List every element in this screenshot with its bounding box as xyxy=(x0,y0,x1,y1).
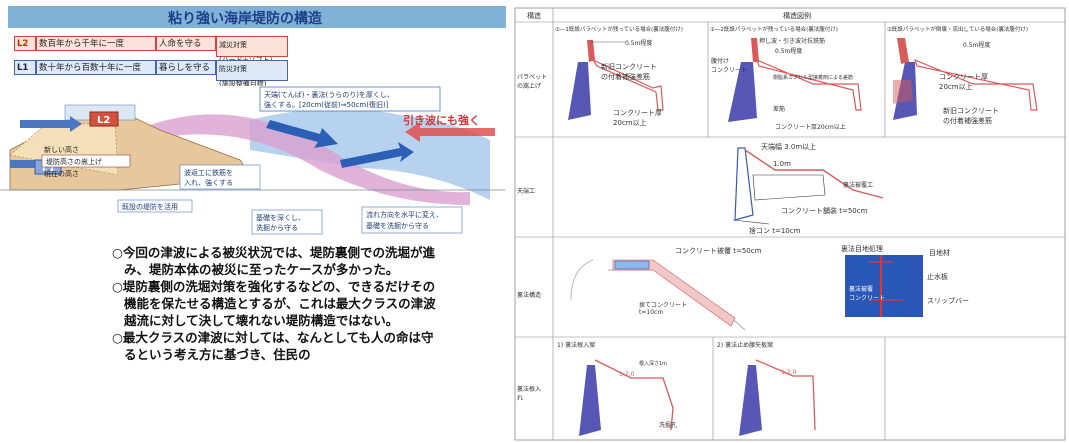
parapet-diagram-1 xyxy=(568,40,664,120)
header-example: 構造図例 xyxy=(783,12,811,20)
slope-ratio-1: 1:2.0 xyxy=(619,371,635,378)
backwash-arrow xyxy=(405,122,495,142)
parapet-title-2: ①―2既設パラペットが残っている場合(裏法腹付け) xyxy=(710,27,838,33)
seawall-cross-section-diagram: L2 L1 引き波にも強く 天端(てんば)・裏法(うらのり)を厚くし、 強くする… xyxy=(0,86,505,240)
l1-tag-text: L1 xyxy=(42,163,55,174)
crest-note-line2: 強くする。[20cm(従前)⇒50cm(復旧)] xyxy=(264,100,389,109)
p2-note-b: 0.5m程度 xyxy=(775,48,803,55)
page-title: 粘り強い海岸堤防の構造 xyxy=(168,11,322,27)
p3-note-b: コンクリート厚 20cm以上 xyxy=(939,73,988,91)
reuse-label: 既設の堤防を活用 xyxy=(122,202,178,211)
raise-label: 堤防高さの嵩上げ xyxy=(46,157,102,166)
bullet-item: ○今回の津波による被災状況では、堤防裏側での洗堀が進み、堤防本体の被災に至ったケ… xyxy=(112,245,436,277)
back-cover: コンクリート被覆 t=50cm xyxy=(675,247,762,255)
joint-stop: 止水板 xyxy=(927,273,948,281)
current-height-label: 現在の高さ xyxy=(44,169,79,178)
p2-note-e: 差筋 xyxy=(773,106,786,113)
rebar-line2: 入れ、強くする xyxy=(184,179,233,187)
legend-measure: 防災対策 (施設整備目標) xyxy=(216,60,288,88)
joint-title: 裏法目地処理 xyxy=(841,245,883,253)
summary-bullets: ○今回の津波による被災状況では、堤防裏側での洗堀が進み、堤防本体の被災に至ったケ… xyxy=(112,244,442,363)
l2-arrow xyxy=(20,116,82,132)
p1-note-b: 新旧コンクリート の付着補強差筋 xyxy=(601,63,657,81)
foundation-line1: 基礎を深くし、 xyxy=(256,213,305,222)
back-level: 捨てコンクリート t=10cm xyxy=(639,302,688,316)
parapet-diagram-2 xyxy=(728,38,862,122)
title-bar: 粘り強い海岸堤防の構造 xyxy=(8,6,506,28)
foundation-line2: 洗掘から守る xyxy=(256,223,298,232)
row-label-parapet: パラペット の嵩上げ xyxy=(517,74,548,90)
new-height-label: 新しい高さ xyxy=(44,145,79,154)
overflow-band xyxy=(150,114,470,205)
joint-detail-box xyxy=(845,255,923,317)
p3-note-a: 0.5m程度 xyxy=(963,42,991,49)
crest-note-line1: 天端(てんば)・裏法(うらのり)を厚くし、 xyxy=(264,90,394,99)
legend-frequency: 数十年から百数十年に一度 xyxy=(36,60,156,75)
p2-note-c: 腹付け コンクリート xyxy=(711,58,748,74)
header-structure: 構造 xyxy=(527,12,541,20)
root-diagram-2: 1:2.0 xyxy=(739,359,816,436)
rebar-line1: 波返工に鉄筋を xyxy=(184,168,233,177)
joint-filler: 目地材 xyxy=(929,249,950,257)
p2-note-d: 樹脂系カプセル型接着剤による差筋 xyxy=(773,75,853,81)
legend-goal: 人命を守る xyxy=(156,36,216,51)
root-title-1: 1) 裏法根入案 xyxy=(557,342,596,349)
backwash-label: 引き波にも強く xyxy=(403,113,480,127)
crest-base: 捨コン t=10cm xyxy=(749,227,801,235)
crest-slope: 裏法被覆工 xyxy=(843,182,874,189)
root-diagram-1: 1:2.0 xyxy=(579,359,674,436)
parapet-diagram-3 xyxy=(893,38,1038,120)
flow-line2: 基礎を洗掘から守る xyxy=(366,221,429,230)
row-label-root: 裏法根入 れ xyxy=(517,386,542,402)
crest-pave: コンクリート舗装 t=50cm xyxy=(781,207,868,215)
row-label-back-slope: 裏法構造 xyxy=(517,292,542,299)
joint-slip: スリップバー xyxy=(927,297,969,305)
p2-note-a: 押し波・引き波対抗鉄筋 xyxy=(759,38,826,45)
crest-one-m: 1.0m xyxy=(773,160,791,168)
bullet-item: ○最大クラスの津波に対しては、なんとしても人の命は守るという考え方に基づき、住民… xyxy=(112,330,434,362)
joint-backcover: 裏法被覆 コンクリート xyxy=(849,286,886,302)
flow-line1: 流れ方向を水平に変え、 xyxy=(366,210,443,219)
crest-width: 天端幅 3.0m以上 xyxy=(761,143,817,151)
row-label-crest: 天端工 xyxy=(517,188,536,195)
legend-level: L2 xyxy=(14,36,36,51)
root-depth: 根入深さ1m xyxy=(639,361,668,367)
legend-frequency: 数百年から千年に一度 xyxy=(36,36,156,51)
root-hole: 洗掘孔 xyxy=(659,422,678,429)
p2-note-f: コンクリート厚20cm以上 xyxy=(775,124,846,131)
root-title-2: 2) 裏法止め腰矢板案 xyxy=(717,342,774,349)
back-slope-diagram xyxy=(570,259,746,331)
table-grid: 1:2.0 1:2.0 xyxy=(514,7,1066,441)
legend-level: L1 xyxy=(14,60,36,75)
left-panel: 粘り強い海岸堤防の構造 L2 数百年から千年に一度 人命を守る 減災対策 (ハー… xyxy=(0,0,506,443)
overflow-arrow xyxy=(266,120,338,148)
backflow-arrow xyxy=(340,142,414,168)
l2-tag xyxy=(89,111,119,127)
slope-ratio-2: 1:2.0 xyxy=(781,369,797,376)
bullet-item: ○堤防裏側の洗堀対策を強化するなどの、できるだけその機能を保たせる構造とするが、… xyxy=(112,279,436,328)
l2-tag-text: L2 xyxy=(97,115,110,126)
parapet-title-1: ①―1既設パラペットが残っている場合(裏法腹付け) xyxy=(555,27,683,33)
crest-diagram xyxy=(732,147,884,225)
structure-examples-table: 1:2.0 1:2.0 構造 構造図例 パラペット の嵩上げ 天端工 裏法構造 … xyxy=(513,0,1069,443)
p1-note-c: コンクリート厚 20cm以上 xyxy=(613,109,662,127)
parapet-title-3: ②既設パラペットが倒壊・流出している場合(裏法腹付け) xyxy=(887,27,1029,33)
p3-note-c: 新旧コンクリート の付着補強差筋 xyxy=(943,107,999,125)
legend-goal: 暮らしを守る xyxy=(156,60,216,75)
p1-note-a: 0.5m程度 xyxy=(625,40,653,47)
